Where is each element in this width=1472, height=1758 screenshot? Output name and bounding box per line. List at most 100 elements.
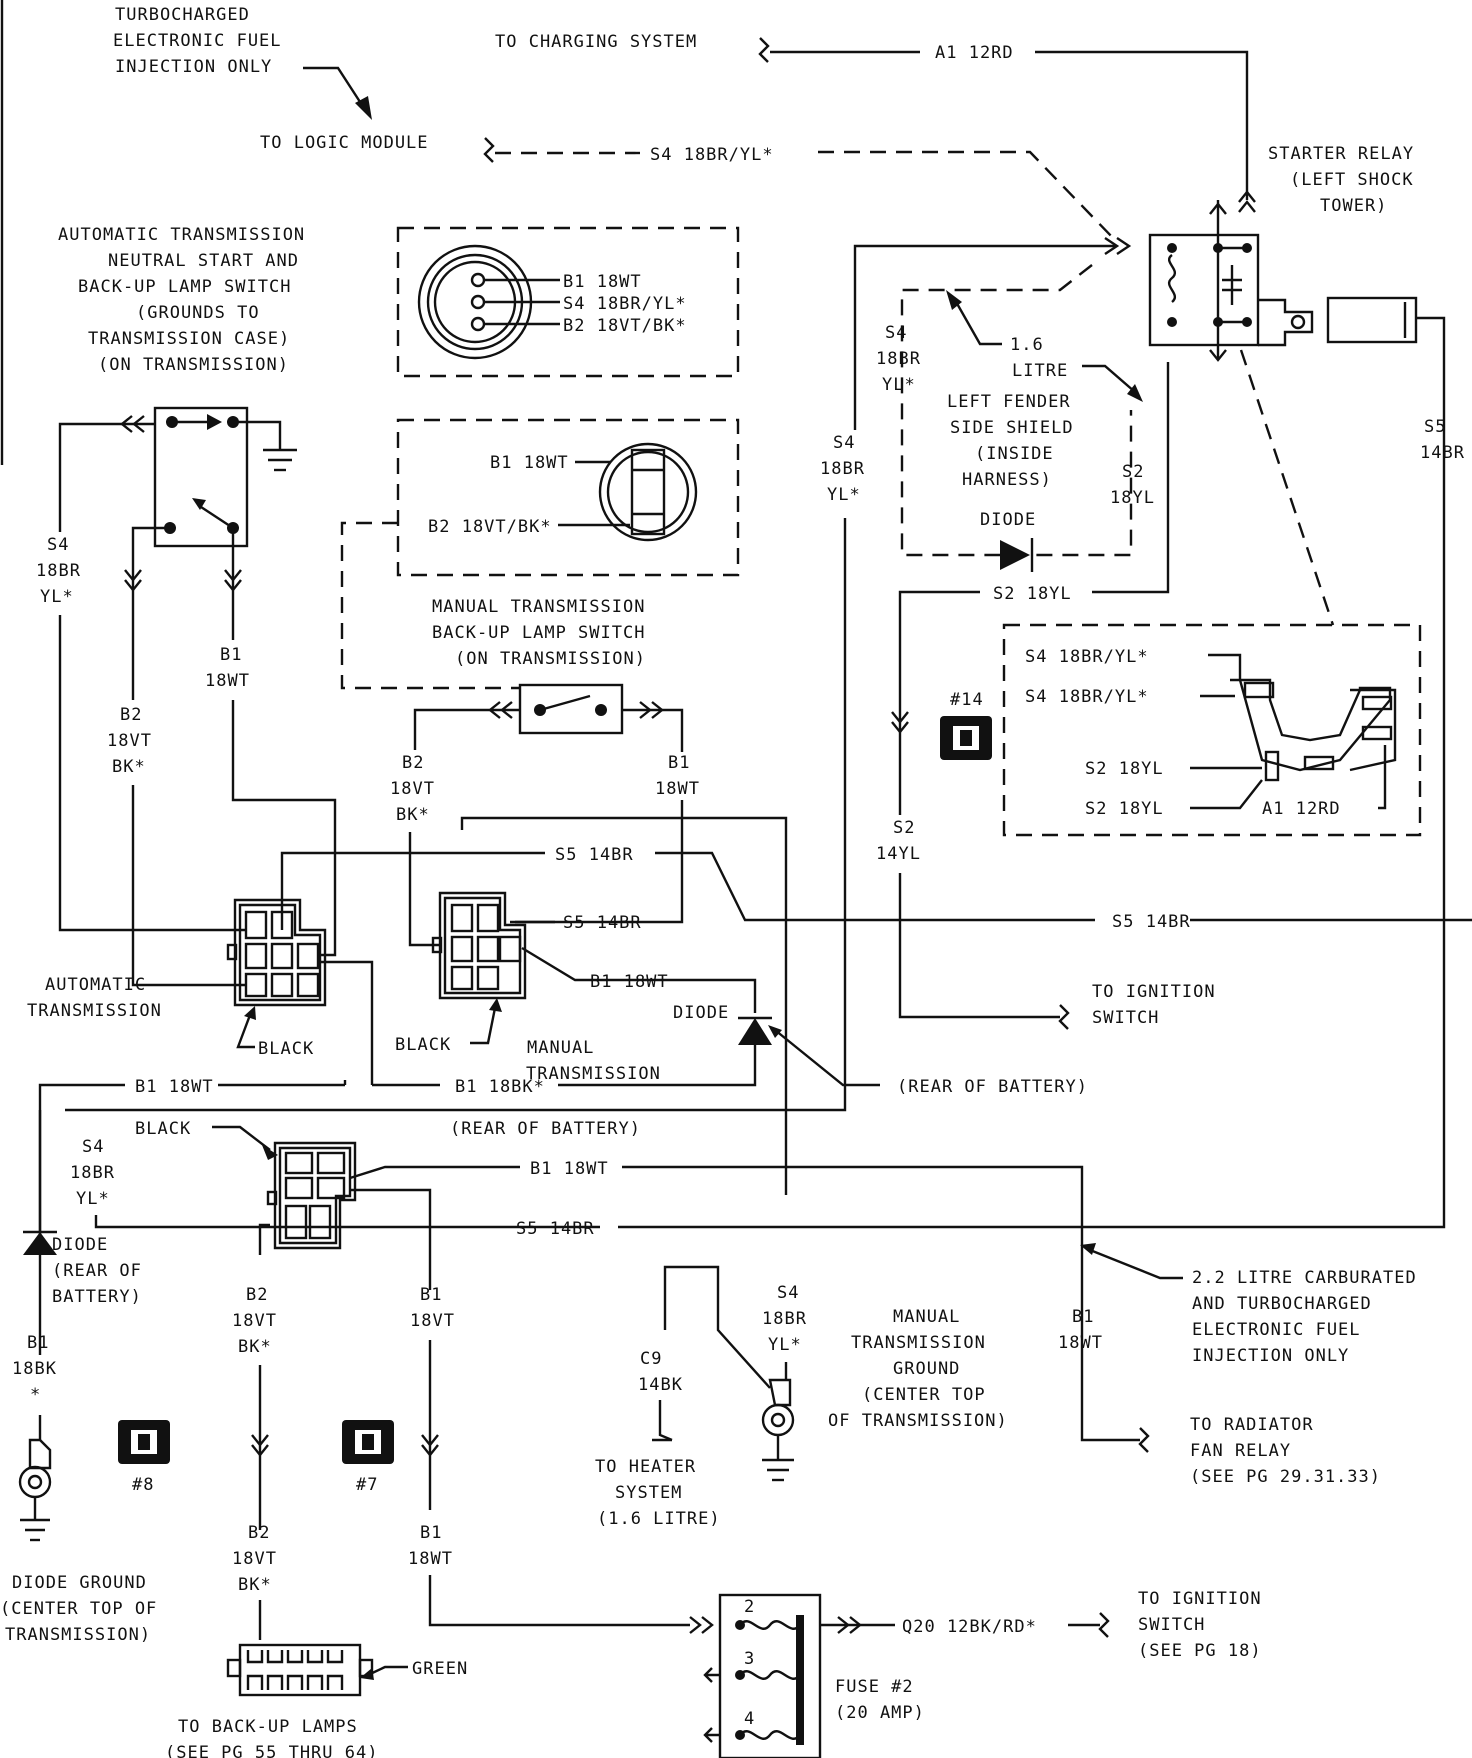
- litre22-arrow: [1080, 1243, 1096, 1255]
- s4-relay-connector: [1104, 237, 1132, 255]
- connector-cavity: [296, 942, 320, 970]
- terminal-slot: [1303, 755, 1335, 771]
- manual-trans-connector-inner: [443, 896, 522, 995]
- s2-connector: [891, 711, 909, 734]
- connector-latch: [226, 943, 238, 961]
- connector-cavity: [308, 1204, 332, 1240]
- manual-trans-2: TRANSMISSION: [526, 1064, 661, 1084]
- fender-line2: SIDE SHIELD: [950, 418, 1074, 438]
- b1-18bk-to-manual: [318, 960, 374, 1085]
- radiator-break: [1138, 1427, 1150, 1453]
- diode-rear-3: BATTERY): [52, 1287, 142, 1307]
- green-label: GREEN: [412, 1659, 468, 1679]
- switch-connector: [224, 569, 242, 592]
- relay-inset-leader: [1239, 349, 1335, 626]
- b1-18vt-2: 18VT: [410, 1311, 455, 1331]
- s5-a-label: S5 14BR: [555, 845, 634, 865]
- relay-contact: [1167, 243, 1177, 253]
- round-connector-inset: B1 18WT S4 18BR/YL* B2 18VT/BK*: [396, 226, 740, 378]
- solenoid-connector: [1326, 296, 1418, 344]
- starter-relay: [1098, 190, 1446, 1229]
- neutral-start-switch: [58, 406, 297, 700]
- connector-cavity: [450, 935, 474, 963]
- badge-7-label: #7: [356, 1475, 378, 1495]
- diode-ground-3: TRANSMISSION): [5, 1625, 151, 1645]
- connector-cavity: [316, 1176, 346, 1200]
- terminal-slot: [1243, 681, 1275, 699]
- s4-bottom-left-2: 18BR: [70, 1163, 115, 1183]
- s4-left-wire: [58, 422, 155, 532]
- inset3-line3: S2 18YL: [1085, 759, 1164, 779]
- connector-icon-pin: [138, 1434, 150, 1450]
- fender-line3: (INSIDE: [975, 444, 1054, 464]
- turbo-note-arrow: [355, 96, 372, 120]
- ground-eyelet-inner: [27, 1474, 43, 1490]
- b1-18bk-wire: [558, 1045, 757, 1087]
- diode-mid-label: DIODE: [673, 1003, 729, 1023]
- b1-bottom-wire-right: [622, 1165, 1140, 1442]
- s5-b-label: S5 14BR: [563, 913, 642, 933]
- inset1-line3: B2 18VT/BK*: [563, 316, 687, 336]
- connector-cavity: [284, 1204, 308, 1240]
- relay-terminal-arrows: [1209, 349, 1227, 362]
- terminal-slot: [1361, 725, 1393, 741]
- s4-relay-left-2: 18BR: [820, 459, 865, 479]
- switch-connector: [639, 701, 664, 719]
- connector-cavity: [244, 910, 268, 940]
- bottom-connector-body: [273, 1141, 357, 1250]
- s4-left-2: 18BR: [36, 561, 81, 581]
- b1-left-1: B1: [220, 645, 242, 665]
- charging-break: [758, 37, 770, 63]
- black3-leader: [212, 1125, 271, 1151]
- b1-mid-wire-lower: [510, 800, 684, 924]
- black2-label: BLACK: [395, 1035, 451, 1055]
- b2-left-wire-lower: [131, 785, 245, 987]
- c9-upper-wire: [663, 1265, 771, 1389]
- ground-eyelet: [761, 1403, 795, 1437]
- manual-trans-1: MANUAL: [527, 1038, 594, 1058]
- inset3-leader: [1208, 653, 1242, 680]
- diode-ground-2: (CENTER TOP OF: [0, 1599, 157, 1619]
- c9-wire: [658, 1400, 673, 1442]
- to-heater-2: SYSTEM: [615, 1483, 682, 1503]
- connector-cavity: [450, 965, 474, 991]
- terminal-slot: [1264, 750, 1280, 782]
- b1-mid-h-label: B1 18WT: [530, 1159, 609, 1179]
- b2-bottom-connector: [251, 1434, 269, 1457]
- litre22-3: ELECTRONIC FUEL: [1192, 1320, 1361, 1340]
- b1-left-2: 18WT: [205, 671, 250, 691]
- to-charging-label: TO CHARGING SYSTEM: [495, 32, 697, 52]
- b1-left-wire-lower: [231, 700, 337, 957]
- connector-icon-pin: [960, 730, 972, 746]
- s4-relay-left-3: YL*: [827, 485, 861, 505]
- switch-contact: [595, 704, 607, 716]
- connector-cavities-bottom: [246, 1674, 344, 1690]
- to-radiator-1: TO RADIATOR: [1190, 1415, 1314, 1435]
- badge-14: #14: [940, 690, 992, 760]
- b1-right-1: B1: [1072, 1307, 1094, 1327]
- s4-relay-left-1: S4: [833, 433, 855, 453]
- s4-bottom-left-1: S4: [82, 1137, 104, 1157]
- connector-latch: [431, 936, 443, 954]
- manual-ground-1: MANUAL: [893, 1307, 960, 1327]
- s5-bottom-label: S5 14BR: [516, 1219, 595, 1239]
- to-heater-3: (1.6 LITRE): [597, 1509, 721, 1529]
- b2-left-3: BK*: [112, 757, 146, 777]
- b1-mid-1: B1: [668, 753, 690, 773]
- auto-trans-1: AUTOMATIC: [45, 975, 146, 995]
- relay-terminal-inset: S4 18BR/YL* S4 18BR/YL* S2 18YL S2 18YL …: [1002, 623, 1422, 837]
- green-arrow: [360, 1668, 374, 1680]
- auto-switch-line1: AUTOMATIC TRANSMISSION: [58, 225, 305, 245]
- b2-lower-3: BK*: [238, 1575, 272, 1595]
- inset2-line1: B1 18WT: [490, 453, 569, 473]
- to-radiator-2: FAN RELAY: [1190, 1441, 1291, 1461]
- manual-switch-connector-outer: [598, 442, 698, 542]
- s5-right-label-2: 14BR: [1420, 443, 1465, 463]
- litre16-line2: LITRE: [1012, 361, 1068, 381]
- b1-18vt-wire: [350, 1188, 432, 1290]
- litre22-leader: [1089, 1248, 1183, 1280]
- black1-arrow: [244, 1006, 256, 1020]
- s4-bottom-mid-1: S4: [777, 1283, 799, 1303]
- auto-trans-connector: [226, 898, 327, 1007]
